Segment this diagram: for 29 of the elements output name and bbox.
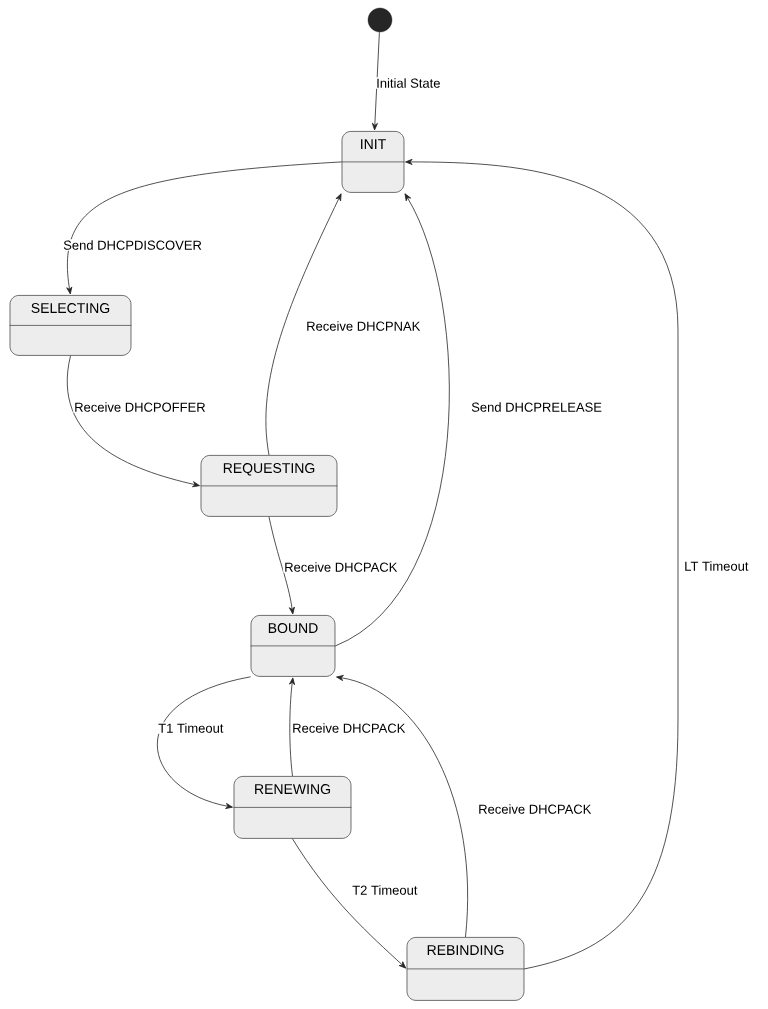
arrow xyxy=(289,677,295,777)
arrow xyxy=(268,516,295,615)
start-dot xyxy=(367,7,393,33)
edge-label: LT Timeout xyxy=(683,560,750,572)
arrow xyxy=(156,676,251,809)
arrow xyxy=(292,838,407,969)
state-box: SELECTING xyxy=(9,295,132,356)
edge-label: Send DHCPDISCOVER xyxy=(62,239,203,251)
edge-label: Receive DHCPACK xyxy=(291,722,407,734)
state-box: REQUESTING xyxy=(200,455,338,517)
arrow xyxy=(371,31,380,131)
state-box: BOUND xyxy=(250,615,336,677)
arrow xyxy=(66,161,342,295)
edge-label: Initial State xyxy=(375,77,442,89)
arrow xyxy=(405,158,679,970)
edge-label: T2 Timeout xyxy=(351,884,419,896)
arrow xyxy=(265,193,342,456)
edge-label: Send DHCPRELEASE xyxy=(470,401,603,413)
edge-label: Receive DHCPACK xyxy=(283,561,399,573)
arrow xyxy=(336,675,468,938)
state-box: RENEWING xyxy=(233,776,352,839)
edge-label: Receive DHCPNAK xyxy=(305,320,422,332)
state-box: INIT xyxy=(341,131,405,193)
edge-label: Receive DHCPACK xyxy=(477,803,593,815)
state-box: REBINDING xyxy=(406,937,525,1001)
edge-label: T1 Timeout xyxy=(157,722,225,734)
arrow xyxy=(67,355,200,488)
edge-label: Receive DHCPOFFER xyxy=(73,401,207,413)
arrow xyxy=(335,193,450,647)
